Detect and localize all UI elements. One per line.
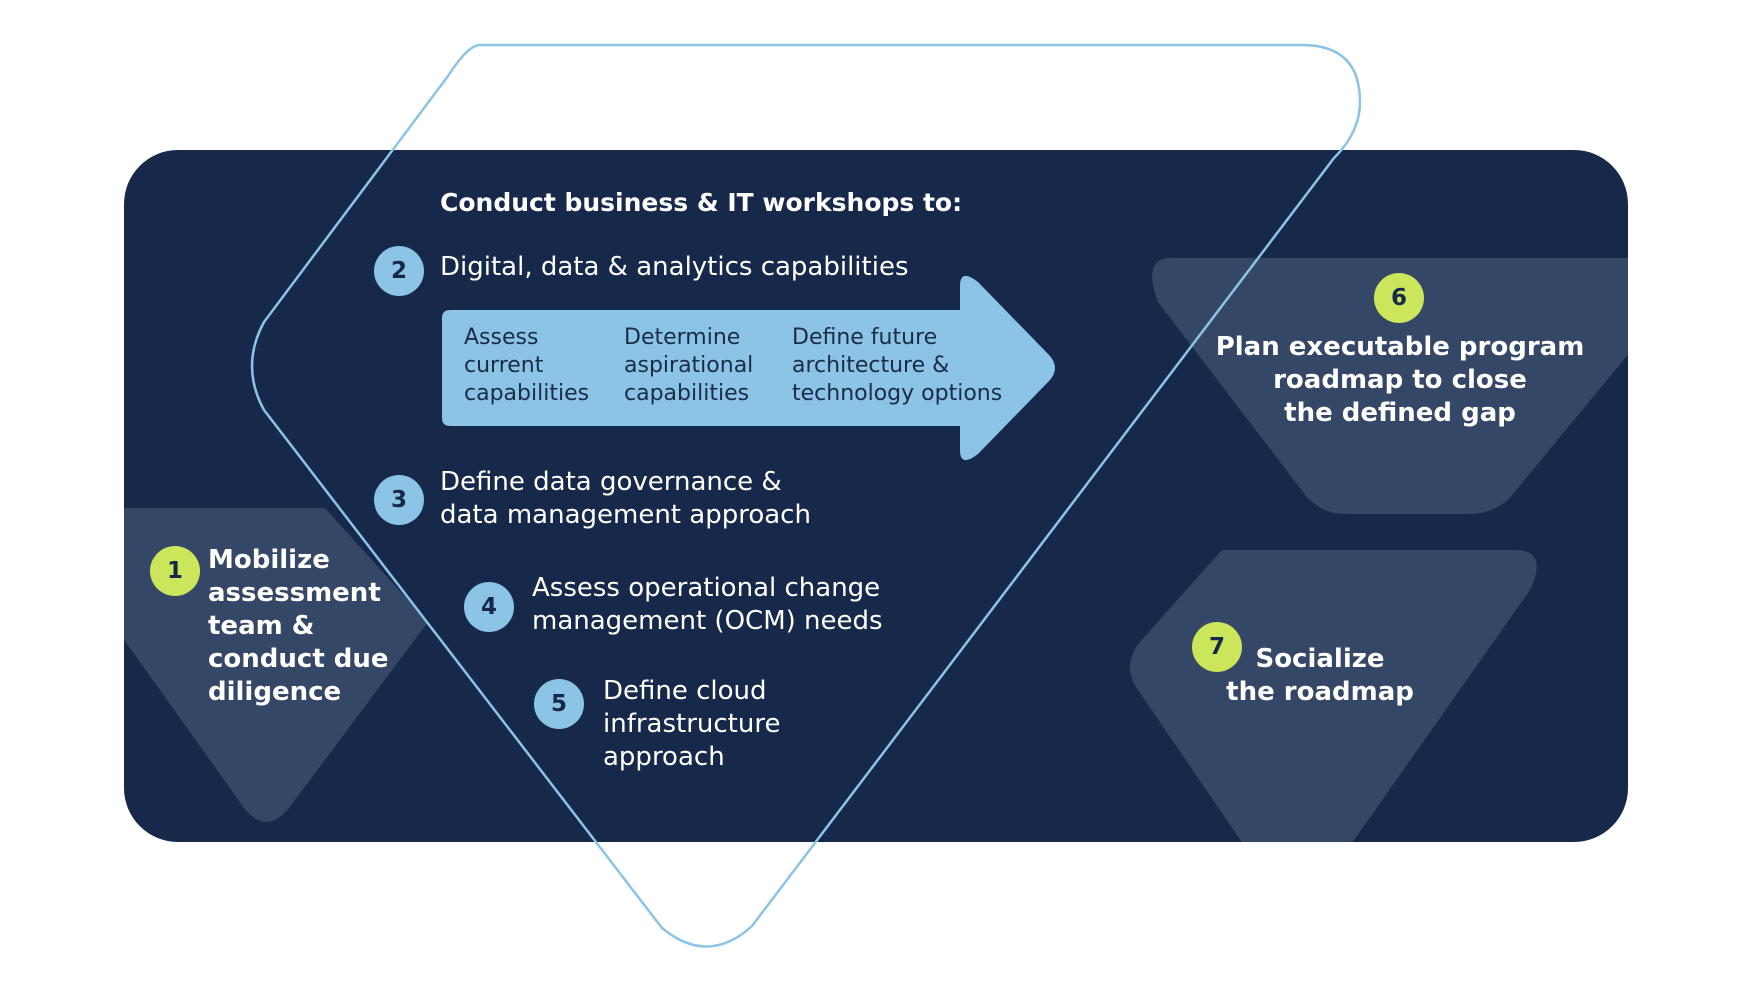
arrow-step-line: aspirational — [624, 353, 754, 378]
step-6-trapezoid — [1152, 258, 1628, 514]
step-7-line: the roadmap — [1226, 677, 1414, 707]
step-2-badge: 2 — [374, 246, 424, 296]
step-5-line: approach — [603, 742, 725, 772]
arrow-step-assess: Assess current capabilities — [464, 324, 589, 408]
arrow-step-line: Determine — [624, 325, 741, 350]
step-6-label: Plan executable program roadmap to close… — [1200, 331, 1600, 430]
step-6-line: Plan executable program — [1215, 332, 1585, 362]
arrow-step-line: current — [464, 353, 544, 378]
step-4-badge: 4 — [464, 582, 514, 632]
step-3-line: data management approach — [440, 500, 811, 530]
step-3-badge: 3 — [374, 475, 424, 525]
step-1-line: team & — [208, 611, 315, 641]
step-7-label: Socialize the roadmap — [1210, 643, 1430, 709]
step-7-line: Socialize — [1255, 644, 1385, 674]
step-5-line: Define cloud — [603, 676, 767, 706]
capabilities-arrow — [442, 275, 1055, 461]
workshop-triangle-outline — [250, 43, 1362, 948]
arrow-step-line: Assess — [464, 325, 539, 350]
step-3-label: Define data governance & data management… — [440, 466, 811, 532]
step-7-badge: 7 — [1192, 622, 1242, 672]
step-1-label: Mobilize assessment team & conduct due d… — [208, 544, 389, 709]
step-1-line: Mobilize — [208, 545, 330, 575]
step-3-line: Define data governance & — [440, 467, 782, 497]
arrow-step-line: technology options — [792, 381, 1003, 406]
step-4-line: Assess operational change — [532, 573, 881, 603]
step-6-line: the defined gap — [1284, 398, 1516, 428]
arrow-step-define-future: Define future architecture & technology … — [792, 324, 1002, 408]
arrow-step-line: architecture & — [792, 353, 950, 378]
step-1-badge: 1 — [150, 546, 200, 596]
step-1-line: assessment — [208, 578, 381, 608]
step-6-badge: 6 — [1374, 273, 1424, 323]
step-6-line: roadmap to close — [1273, 365, 1527, 395]
arrow-step-determine: Determine aspirational capabilities — [624, 324, 753, 408]
workshops-heading: Conduct business & IT workshops to: — [440, 188, 963, 217]
step-4-line: management (OCM) needs — [532, 606, 883, 636]
arrow-step-line: Define future — [792, 325, 938, 350]
arrow-step-line: capabilities — [464, 381, 590, 406]
step-5-line: infrastructure — [603, 709, 781, 739]
step-5-label: Define cloud infrastructure approach — [603, 675, 780, 774]
step-1-line: conduct due — [208, 644, 389, 674]
arrow-step-line: capabilities — [624, 381, 750, 406]
step-4-label: Assess operational change management (OC… — [532, 572, 883, 638]
step-2-label: Digital, data & analytics capabilities — [440, 252, 909, 282]
step-5-badge: 5 — [534, 679, 584, 729]
step-1-line: diligence — [208, 677, 342, 707]
